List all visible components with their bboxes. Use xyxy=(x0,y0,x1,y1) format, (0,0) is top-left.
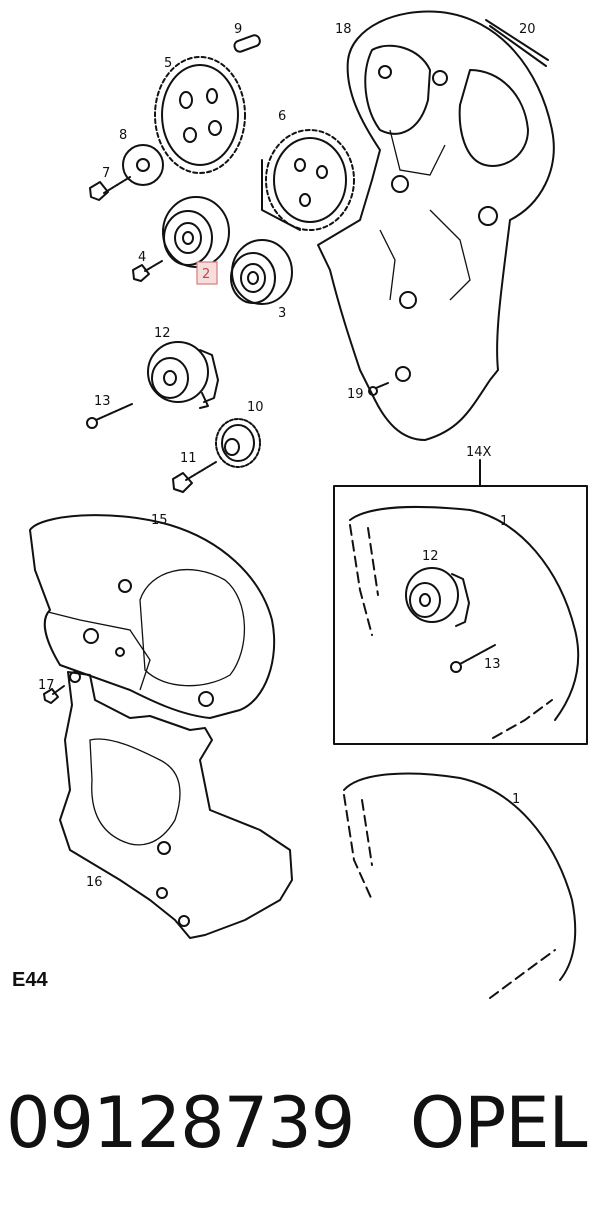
part-8-washer xyxy=(122,144,164,186)
label-part-12: 12 xyxy=(154,326,171,341)
label-part-14x: 14X xyxy=(466,445,492,460)
part-15-front-cover xyxy=(29,514,276,719)
part-4-bolt xyxy=(132,260,163,282)
part-16-lower-cover xyxy=(59,671,293,939)
label-part-9: 9 xyxy=(234,22,242,37)
exploded-parts-diagram: 9 5 8 7 4 6 3 18 20 19 12 13 10 11 14X 1… xyxy=(29,10,588,999)
label-part-3: 3 xyxy=(278,306,286,321)
label-part-10: 10 xyxy=(247,400,264,415)
label-part-8: 8 xyxy=(119,128,127,143)
part-5-sprocket xyxy=(154,56,246,174)
part-3-pulley xyxy=(230,239,293,305)
label-part-13: 13 xyxy=(94,394,111,409)
part-11-bolt xyxy=(172,461,217,493)
label-part-17: 17 xyxy=(38,678,55,693)
part-number: 09128739 xyxy=(6,1082,355,1164)
highlight-box-part-2 xyxy=(196,261,218,285)
part-6-sprocket xyxy=(261,129,355,231)
label-part-12-inset: 12 xyxy=(422,549,439,564)
part-13-bolt xyxy=(86,403,133,429)
part-7-bolt xyxy=(89,176,131,201)
part-18-rear-cover xyxy=(317,10,555,441)
label-part-4: 4 xyxy=(138,250,146,265)
label-part-20: 20 xyxy=(519,22,536,37)
part-10-crank-sprocket xyxy=(215,418,261,468)
part-17-bolt xyxy=(43,685,65,704)
label-part-11: 11 xyxy=(180,451,197,466)
label-part-15: 15 xyxy=(151,513,168,528)
part-2-pulley xyxy=(162,196,230,268)
label-part-16: 16 xyxy=(86,875,103,890)
label-part-18: 18 xyxy=(335,22,352,37)
part-9-pin xyxy=(233,34,261,53)
timing-belt-loose xyxy=(343,772,577,999)
label-part-19: 19 xyxy=(347,387,364,402)
diagram-code: E44 xyxy=(12,969,48,991)
label-part-13-inset: 13 xyxy=(484,657,501,672)
label-part-5: 5 xyxy=(164,56,172,71)
part-labels: 9 5 8 7 4 6 3 18 20 19 12 13 10 11 14X 1… xyxy=(38,22,536,890)
label-part-2: 2 xyxy=(202,267,210,282)
part-12-tensioner xyxy=(147,341,219,409)
brand-name: OPEL xyxy=(410,1082,588,1164)
label-part-1-inset: 1 xyxy=(500,514,508,529)
footer: 09128739 OPEL xyxy=(0,1078,600,1168)
label-part-6: 6 xyxy=(278,109,286,124)
part-19-bolt xyxy=(368,382,389,396)
inset-14x xyxy=(333,459,588,745)
label-part-1-loose: 1 xyxy=(512,792,520,807)
label-part-7: 7 xyxy=(102,166,110,181)
part-20-strip xyxy=(485,19,549,67)
